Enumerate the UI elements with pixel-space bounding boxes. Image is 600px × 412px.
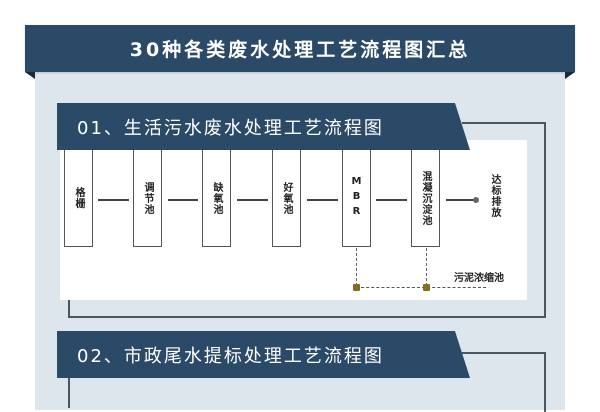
frame-bottom-line — [68, 316, 546, 318]
junction-node-icon — [423, 284, 430, 291]
connector — [98, 199, 129, 201]
banner-fold-right — [565, 72, 575, 79]
frame-right-line — [544, 352, 546, 412]
sludge-thickening-tank-label: 污泥浓缩池 — [454, 273, 504, 284]
node-anoxic-tank: 缺氧池 — [202, 150, 231, 247]
sludge-line-coagulation — [426, 248, 427, 286]
connector — [168, 199, 198, 201]
connector — [307, 199, 338, 201]
section-2-header: 02、市政尾水提标处理工艺流程图 — [57, 331, 470, 378]
frame-right-line — [544, 122, 546, 317]
connector — [237, 199, 268, 201]
frame-left-line — [68, 300, 70, 317]
outlet-label: 达标排放 — [489, 174, 500, 218]
section-1-header: 01、生活污水废水处理工艺流程图 — [57, 103, 470, 150]
frame-top-line — [462, 352, 546, 354]
node-mbr: MBR — [342, 150, 371, 247]
junction-node-icon — [353, 284, 360, 291]
outlet-connector — [446, 199, 476, 201]
sludge-line-mbr — [356, 248, 357, 286]
sludge-line-horizontal — [356, 287, 486, 288]
frame-left-line — [68, 378, 70, 408]
connector — [376, 199, 407, 201]
node-coagulation-sedimentation-tank: 混凝沉淀池 — [411, 150, 440, 247]
page-title: 30种各类废水处理工艺流程图汇总 — [25, 25, 575, 72]
banner-fold-left — [25, 72, 35, 79]
frame-top-line — [462, 122, 546, 124]
arrow-head-icon — [473, 197, 479, 203]
node-grille: 格栅 — [64, 150, 93, 247]
node-aerobic-tank: 好氧池 — [272, 150, 301, 247]
node-equalization-tank: 调节池 — [133, 150, 162, 247]
